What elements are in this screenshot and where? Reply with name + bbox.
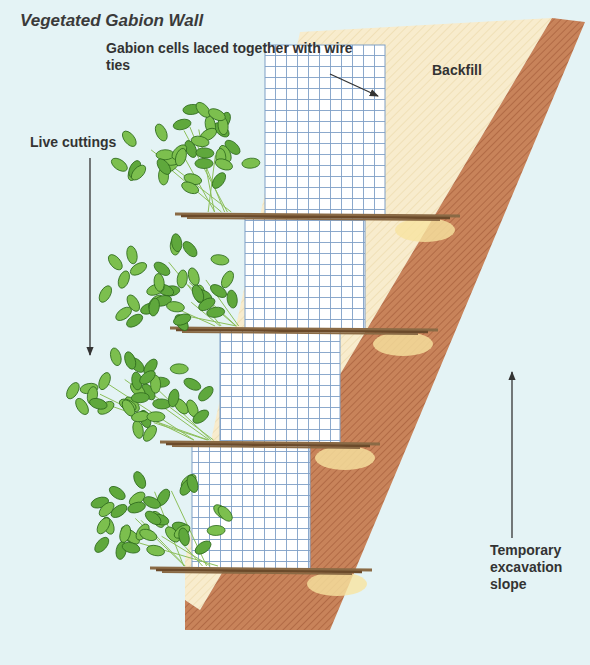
part-label: Gabion cells laced together with wire ti… [106, 40, 366, 74]
excavation-slope [185, 18, 585, 630]
title: Vegetated Gabion Wall [20, 12, 203, 29]
live-cuttings [64, 100, 460, 596]
leader-lines [90, 74, 512, 538]
part-label: Backfill [432, 62, 482, 79]
gabion-cells [192, 45, 385, 570]
part-label: Live cuttings [30, 134, 116, 151]
part-label: Temporary excavation slope [490, 542, 580, 593]
